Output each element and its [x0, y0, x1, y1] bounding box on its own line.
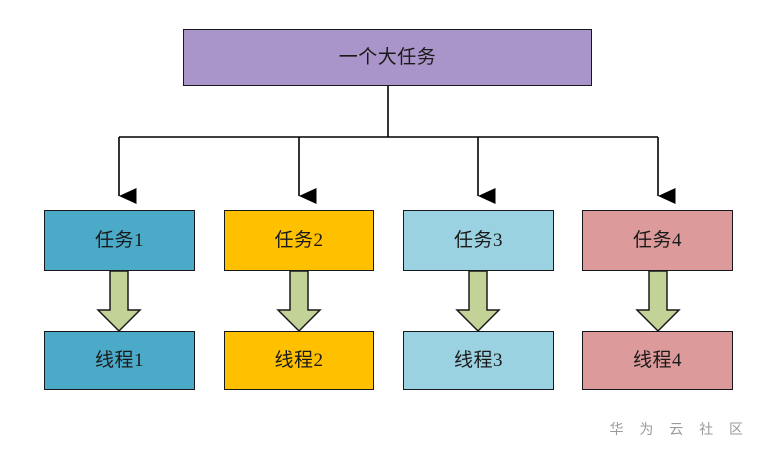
tree-connector-group [118, 86, 676, 204]
node-task-2-label: 任务2 [274, 230, 324, 251]
node-thread-1-label: 线程1 [94, 350, 144, 371]
node-task-3[interactable]: 任务3 [403, 210, 554, 271]
node-thread-3-label: 线程3 [453, 350, 503, 371]
watermark-text: 华 为 云 社 区 [609, 421, 749, 437]
block-arrow-task-2-to-thread-2 [276, 270, 322, 333]
node-task-1-label: 任务1 [94, 230, 144, 251]
node-task-3-label: 任务3 [453, 230, 503, 251]
node-root-task[interactable]: 一个大任务 [183, 29, 592, 86]
node-task-2[interactable]: 任务2 [224, 210, 374, 271]
node-task-4[interactable]: 任务4 [582, 210, 733, 271]
node-thread-4[interactable]: 线程4 [582, 331, 733, 390]
node-thread-1[interactable]: 线程1 [44, 331, 195, 390]
node-thread-2[interactable]: 线程2 [224, 331, 374, 390]
block-arrow-group [96, 270, 681, 333]
block-arrow-task-1-to-thread-1 [96, 270, 142, 333]
node-thread-3[interactable]: 线程3 [403, 331, 554, 390]
node-thread-4-label: 线程4 [632, 350, 682, 371]
node-task-4-label: 任务4 [632, 230, 682, 251]
node-thread-2-label: 线程2 [274, 350, 324, 371]
node-task-1[interactable]: 任务1 [44, 210, 195, 271]
block-arrow-task-4-to-thread-4 [635, 270, 681, 333]
node-root-task-label: 一个大任务 [338, 47, 437, 68]
block-arrow-task-3-to-thread-3 [455, 270, 501, 333]
